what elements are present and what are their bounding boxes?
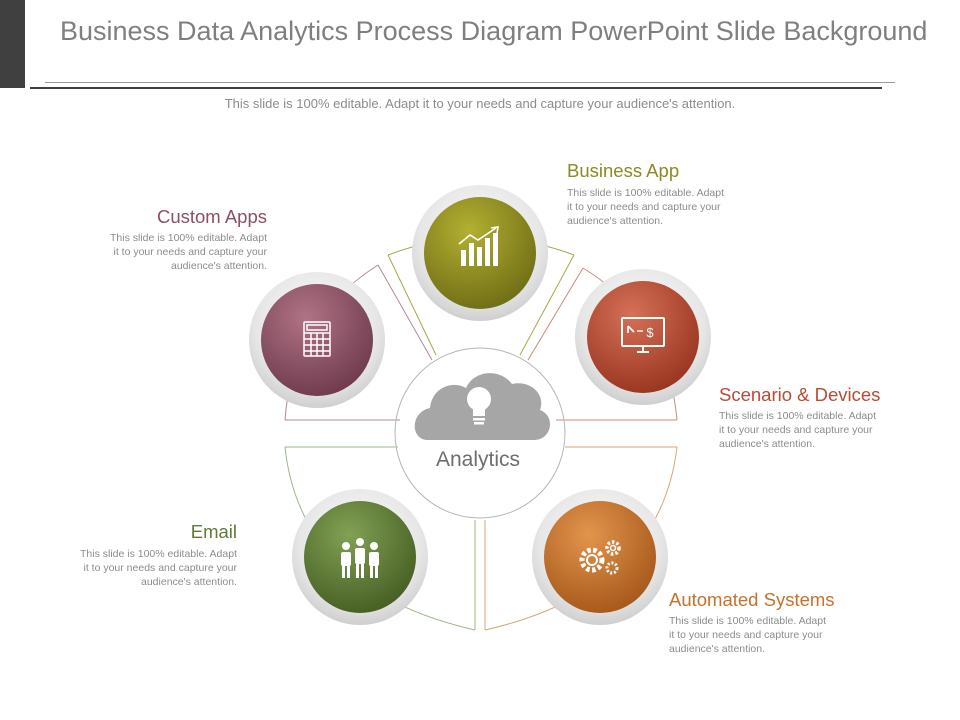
label-automated-systems: Automated Systems <box>669 589 835 610</box>
cloud-lightbulb-icon <box>414 373 551 440</box>
node-email <box>292 489 428 625</box>
svg-text:$: $ <box>646 325 654 340</box>
title-rule-thin <box>45 82 895 83</box>
node-automated-systems <box>532 489 668 625</box>
label-custom-apps: Custom Apps <box>156 206 267 227</box>
slide-subtitle: This slide is 100% editable. Adapt it to… <box>224 96 736 111</box>
gears-icon <box>579 540 621 575</box>
people-group-icon <box>341 538 379 578</box>
center-label: Analytics <box>435 448 521 471</box>
label-business-app: Business App <box>567 160 680 181</box>
calculator-icon <box>303 321 331 357</box>
label-email: Email <box>190 521 237 542</box>
bar-chart-growth-icon <box>458 226 499 266</box>
node-custom-apps <box>249 272 385 408</box>
title-rule-thick <box>30 87 882 89</box>
node-business-app <box>412 185 548 321</box>
center-ring <box>394 347 566 519</box>
node-scenario-devices: $ <box>575 269 711 405</box>
label-scenario-devices: Scenario & Devices <box>719 384 881 405</box>
slide-title: Business Data Analytics Process Diagram … <box>60 16 928 46</box>
monitor-dollar-icon: $ <box>621 317 665 353</box>
accent-bar <box>0 0 25 88</box>
